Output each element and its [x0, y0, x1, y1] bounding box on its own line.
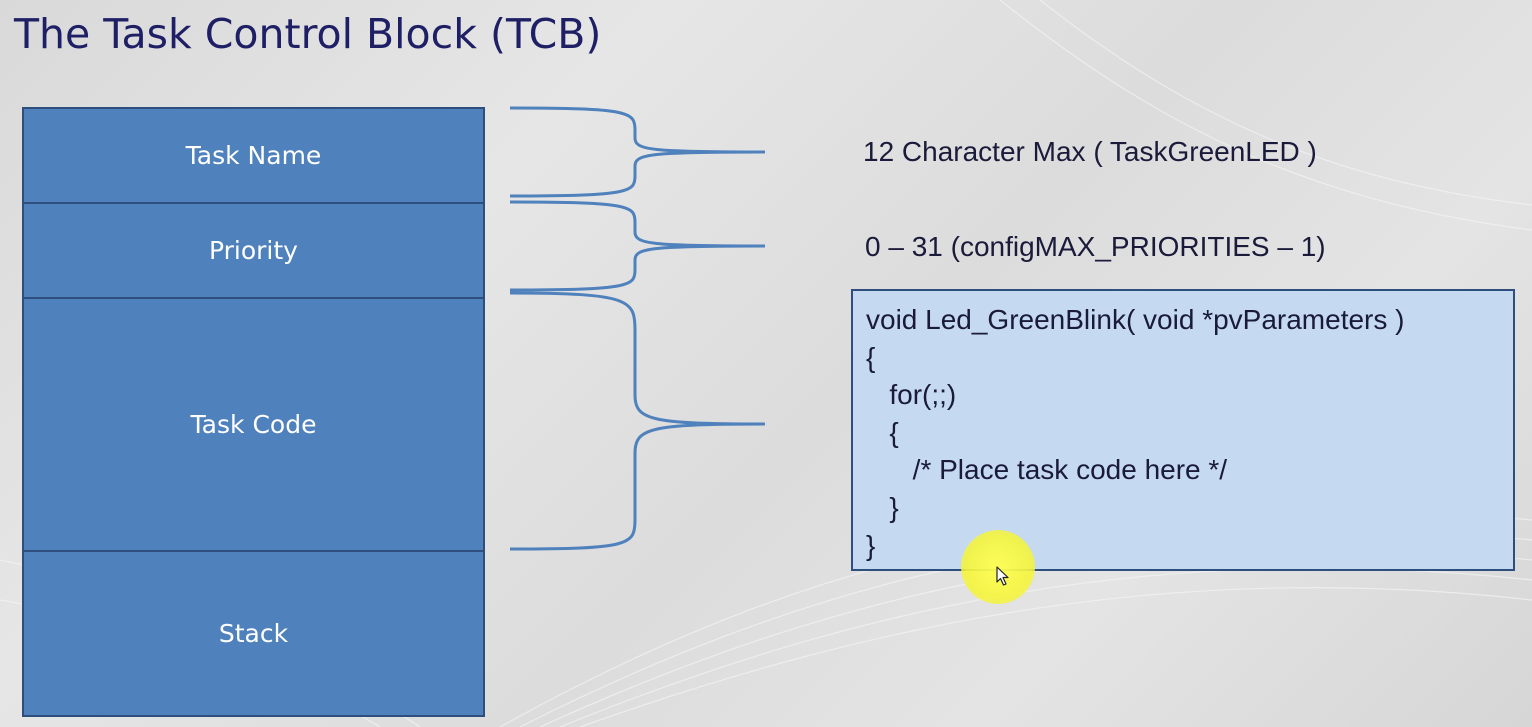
brace-priority: [509, 200, 766, 292]
tcb-cell-stack: Stack: [218, 619, 289, 648]
tcb-cell-task-code: Task Code: [24, 299, 483, 552]
code-line-6: }: [866, 491, 899, 523]
priority-description: 0 – 31 (configMAX_PRIORITIES – 1): [865, 231, 1326, 262]
code-line-5: /* Place task code here */: [866, 454, 1228, 486]
task-code-box: void Led_GreenBlink( void *pvParameters …: [851, 289, 1515, 571]
code-line-4: {: [866, 416, 899, 448]
mouse-pointer-icon: [996, 566, 1009, 586]
tcb-block: Task Name Priority Task Code Stack: [22, 107, 485, 717]
code-line-3: for(;;): [866, 379, 957, 411]
brace-task-code: [509, 291, 766, 551]
tcb-cell-task-name: Task Name: [24, 109, 483, 204]
brace-task-name: [509, 106, 766, 198]
cursor-highlight: [961, 530, 1035, 604]
slide-title: The Task Control Block (TCB): [14, 10, 602, 58]
code-line-7: }: [866, 529, 876, 561]
code-line-1: void Led_GreenBlink( void *pvParameters …: [866, 304, 1405, 335]
task-name-description: 12 Character Max ( TaskGreenLED ): [863, 136, 1317, 167]
code-line-2: {: [866, 341, 876, 373]
tcb-cell-priority: Priority: [24, 204, 483, 299]
